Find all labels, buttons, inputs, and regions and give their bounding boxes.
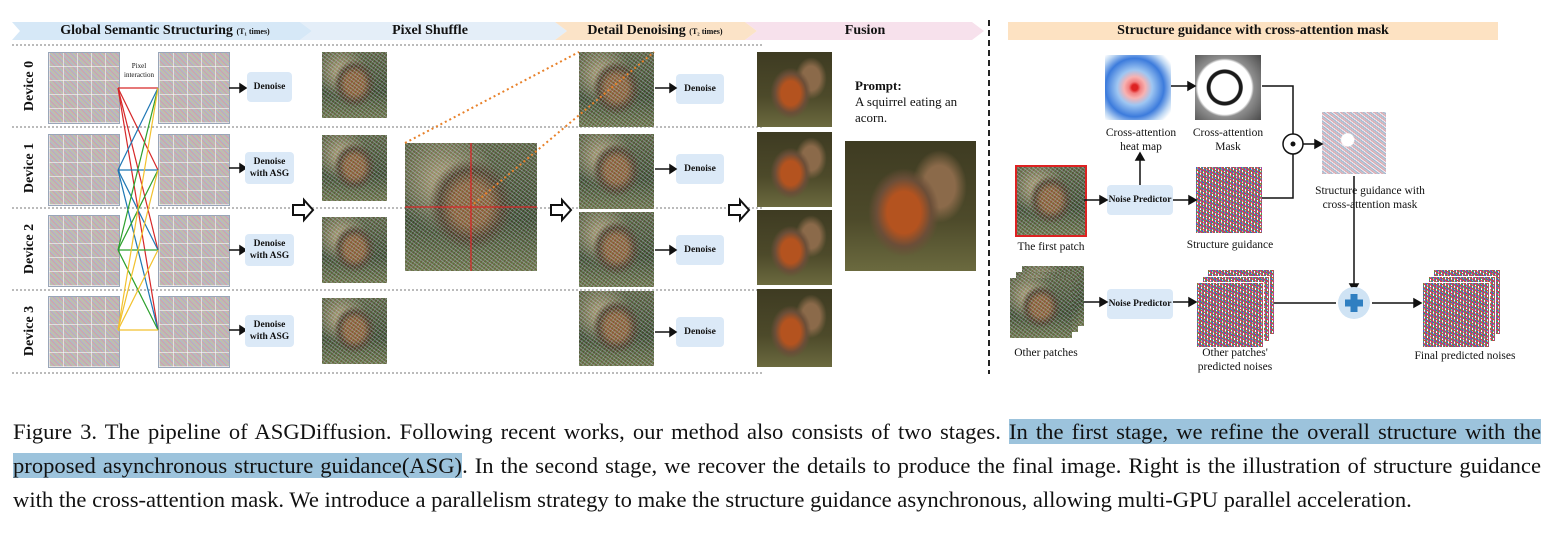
row-separator xyxy=(12,207,762,209)
latent-grid-3 xyxy=(48,296,120,368)
right-panel-title: Structure guidance with cross-attention … xyxy=(1117,23,1389,38)
structure-guidance-noise xyxy=(1196,167,1262,233)
figure-caption: Figure 3. The pipeline of ASGDiffusion. … xyxy=(13,415,1541,517)
noisy-squirrel-2 xyxy=(322,217,387,283)
fusion-tile-1 xyxy=(757,132,832,207)
latent-grid-1 xyxy=(48,134,120,206)
detail-image-2 xyxy=(579,212,654,287)
caption-pre: Figure 3. The pipeline of ASGDiffusion. … xyxy=(13,419,1009,444)
detail-denoise-box-3: Denoise xyxy=(676,317,724,347)
row-separator xyxy=(12,44,762,46)
stage-fusion-header: Fusion xyxy=(844,23,886,38)
noise-predictor-1: Noise Predictor xyxy=(1107,185,1173,215)
denoise-box-0: Denoise xyxy=(247,72,292,102)
noisy-squirrel-3 xyxy=(322,298,387,364)
pixel-interaction-label: Pixel interaction xyxy=(124,62,154,79)
first-patch-label: The first patch xyxy=(1017,241,1085,253)
interacted-grid-0 xyxy=(158,52,230,124)
structure-guidance-mask-label: Structure guidance with cross-attention … xyxy=(1315,185,1425,211)
other-predicted-label: Other patches' predicted noises xyxy=(1197,347,1273,373)
fusion-tile-0 xyxy=(757,52,832,127)
cross-attention-mask xyxy=(1195,55,1261,120)
cross-attention-heatmap xyxy=(1105,55,1171,120)
detail-denoise-box-2: Denoise xyxy=(676,235,724,265)
stage-detail-sub: (T₂ times) xyxy=(689,27,723,36)
detail-image-0 xyxy=(579,52,654,127)
row-separator xyxy=(12,289,762,291)
noisy-squirrel-0 xyxy=(322,52,387,118)
noise-predictor-2: Noise Predictor xyxy=(1107,289,1173,319)
other-noise-front xyxy=(1196,282,1264,348)
row-separator xyxy=(12,372,762,374)
stage-global-header: Global Semantic Structuring (T₁ times) xyxy=(25,22,305,40)
final-noise-front xyxy=(1422,282,1490,348)
stage-global-sub: (T₁ times) xyxy=(236,27,270,36)
stage-detail-header: Detail Denoising (T₂ times) xyxy=(565,22,745,40)
final-noise-label: Final predicted noises xyxy=(1414,350,1516,362)
other-patch-front xyxy=(1010,278,1072,338)
final-image xyxy=(845,141,976,271)
fusion-tile-2 xyxy=(757,210,832,285)
first-patch-image xyxy=(1015,165,1087,237)
denoise-asg-box-3: Denoise with ASG xyxy=(245,315,294,347)
noisy-squirrel-1 xyxy=(322,135,387,201)
other-patches-label: Other patches xyxy=(1014,347,1078,359)
detail-image-3 xyxy=(579,291,654,366)
stage-detail-label: Detail Denoising xyxy=(587,23,686,38)
mask-label: Cross-attention Mask xyxy=(1192,127,1264,153)
detail-image-1 xyxy=(579,134,654,209)
detail-denoise-box-0: Denoise xyxy=(676,74,724,104)
latent-grid-0 xyxy=(48,52,120,124)
structure-guidance-label: Structure guidance xyxy=(1186,239,1274,251)
detail-denoise-box-1: Denoise xyxy=(676,154,724,184)
interacted-grid-3 xyxy=(158,296,230,368)
prompt-label: Prompt: xyxy=(855,78,902,93)
caption-post: . In the second stage, we recover the de… xyxy=(13,453,1541,512)
denoise-asg-box-2: Denoise with ASG xyxy=(245,234,294,266)
fusion-tile-3 xyxy=(757,289,832,367)
interacted-grid-2 xyxy=(158,215,230,287)
denoise-asg-box-1: Denoise with ASG xyxy=(245,152,294,184)
heatmap-label: Cross-attention heat map xyxy=(1105,127,1177,153)
interacted-grid-1 xyxy=(158,134,230,206)
stage-pixel-shuffle-header: Pixel Shuffle xyxy=(392,23,468,38)
prompt-text: A squirrel eating an acorn. xyxy=(855,94,958,125)
masked-guidance-image xyxy=(1322,112,1386,174)
stage-global-label: Global Semantic Structuring xyxy=(60,23,233,38)
row-separator xyxy=(12,126,762,128)
latent-grid-2 xyxy=(48,215,120,287)
